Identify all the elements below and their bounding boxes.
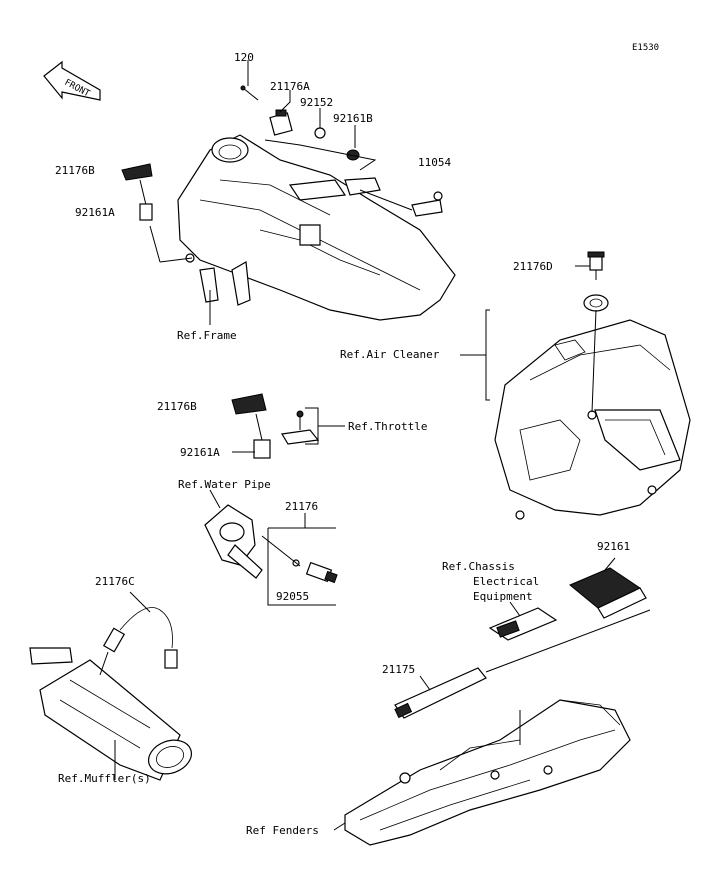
label-ref-air-cleaner: Ref.Air Cleaner <box>340 348 440 361</box>
grommet-air-cleaner-icon <box>583 294 609 312</box>
label-92161B: 92161B <box>333 112 373 125</box>
grommet-92161B-icon <box>346 149 360 161</box>
label-92161A-mid: 92161A <box>180 446 220 459</box>
label-21176B-mid: 21176B <box>157 400 197 413</box>
label-92161: 92161 <box>597 540 630 553</box>
label-120: 120 <box>234 51 254 64</box>
leader-chassis-electrical <box>509 601 521 617</box>
label-ref-water-pipe: Ref.Water Pipe <box>178 478 271 491</box>
diagram-code: E1530 <box>632 43 659 53</box>
connector-chassis-icon <box>488 607 558 641</box>
sensor-21175-icon <box>394 667 487 719</box>
sensor-21176B-mid-icon <box>231 393 271 459</box>
label-ref-chassis-3: Equipment <box>473 590 533 603</box>
sensor-21176A-icon <box>269 109 293 136</box>
label-21176: 21176 <box>285 500 318 513</box>
sensor-92161-icon <box>569 567 647 619</box>
label-11054: 11054 <box>418 156 451 169</box>
label-21176A: 21176A <box>270 80 310 93</box>
bracket-air-cleaner <box>485 309 490 401</box>
label-21176C: 21176C <box>95 575 135 588</box>
label-21176D: 21176D <box>513 260 553 273</box>
bolt-120-icon <box>240 85 259 101</box>
leader-air-cleaner-grommet <box>591 309 597 413</box>
label-21175: 21175 <box>382 663 415 676</box>
leader-11054 <box>359 189 413 211</box>
frame-assembly <box>177 134 456 321</box>
leader-21176A <box>279 90 291 113</box>
label-ref-fenders: Ref Fenders <box>246 824 319 837</box>
label-92161A-top: 92161A <box>75 206 115 219</box>
leader-21175 <box>419 675 431 691</box>
label-ref-chassis-1: Ref.Chassis <box>442 560 515 573</box>
label-21176B-top: 21176B <box>55 164 95 177</box>
bracket-21176 <box>267 528 336 606</box>
leader-muffler-sensor <box>99 651 109 676</box>
leader-21176B-top <box>149 225 161 263</box>
label-ref-frame: Ref.Frame <box>177 329 237 342</box>
label-92055: 92055 <box>276 590 309 603</box>
throttle-bracket-icon <box>281 410 320 445</box>
sensor-21176C-icon <box>102 607 178 669</box>
leader-21176C <box>129 591 151 613</box>
label-ref-chassis-2: Electrical <box>473 575 539 588</box>
sensor-21176-icon <box>305 561 338 584</box>
air-cleaner-assembly <box>494 319 691 520</box>
washer-92152-icon <box>314 127 326 139</box>
label-ref-throttle: Ref.Throttle <box>348 420 427 433</box>
muffler-icon <box>29 647 192 781</box>
fender-assembly <box>344 699 631 846</box>
water-pipe-icon <box>204 504 263 579</box>
label-ref-muffler: Ref.Muffler(s) <box>58 772 151 785</box>
leader-water-pipe <box>209 489 221 509</box>
leader-92161 <box>604 557 616 571</box>
leader-21175-link <box>485 609 651 673</box>
bracket-11054-icon <box>411 191 443 217</box>
sensor-21176D-icon <box>587 251 605 280</box>
leader-21176B-top-2 <box>159 257 193 263</box>
front-arrow-icon: FRONT <box>43 60 101 101</box>
leader-fenders <box>333 822 346 831</box>
sensor-21176B-top-icon <box>121 163 153 221</box>
label-92152: 92152 <box>300 96 333 109</box>
leader-bracket-group <box>264 139 377 171</box>
